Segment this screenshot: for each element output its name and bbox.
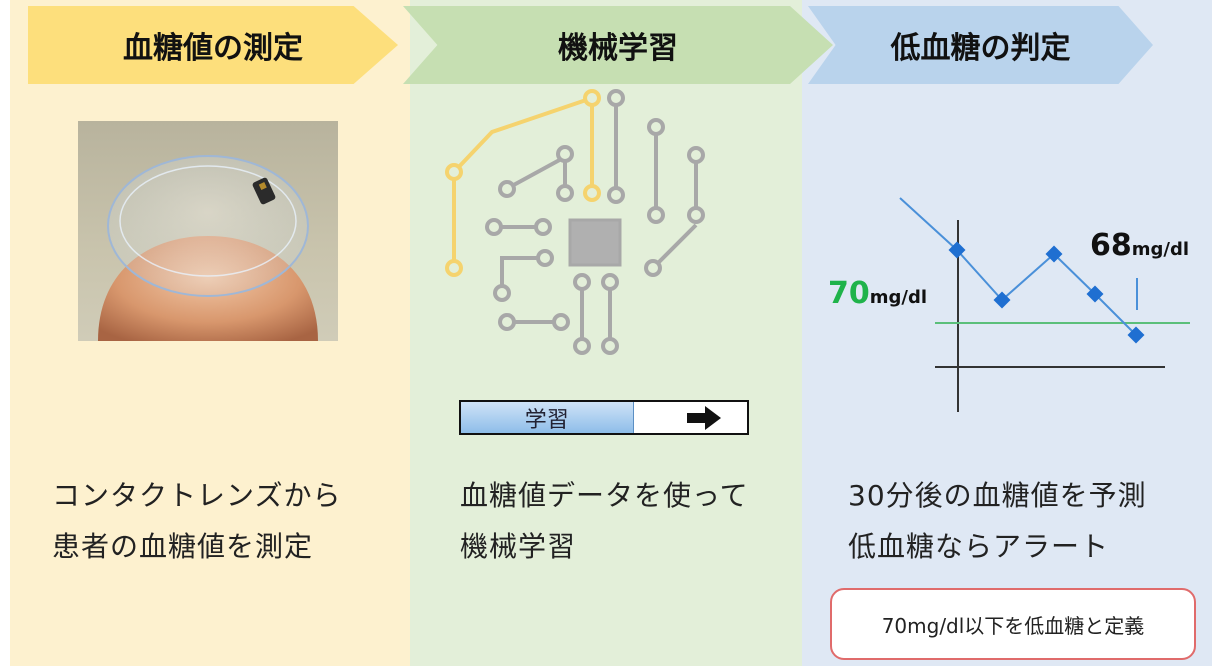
step-judge-description: 30分後の血糖値を予測 低血糖ならアラート — [848, 470, 1147, 572]
learning-progress-label: 学習 — [524, 407, 569, 433]
threshold-value: 70 — [828, 276, 870, 311]
step-measure-title-text: 血糖値の測定 — [123, 31, 303, 66]
glucose-trend-line — [899, 197, 1137, 336]
data-point — [948, 241, 966, 259]
step-measure-description: コンタクトレンズから 患者の血糖値を測定 — [52, 470, 341, 572]
circuit-icon — [445, 89, 705, 355]
step-learning-panel — [410, 0, 802, 666]
learning-progress-fill: 学習 — [461, 402, 634, 433]
alert-unit: mg/dl — [1131, 239, 1190, 260]
arrow-right-icon — [687, 406, 721, 430]
glucose-trend-chart — [899, 197, 1190, 412]
step-learning-line-1: 血糖値データを使って — [460, 479, 749, 512]
threshold-label: 70mg/dl — [828, 276, 927, 311]
step-measure-title: 血糖値の測定 — [28, 6, 398, 84]
contact-lens-illustration — [98, 155, 318, 341]
step-judge-title-text: 低血糖の判定 — [890, 31, 1071, 66]
alert-value: 68 — [1090, 228, 1132, 263]
step-judge-title: 低血糖の判定 — [808, 6, 1153, 84]
alert-value-label: 68mg/dl — [1090, 228, 1189, 263]
step-learning-line-2: 機械学習 — [460, 530, 577, 563]
step-judge-panel — [802, 0, 1212, 666]
hypoglycemia-definition-box: 70mg/dl以下を低血糖と定義 — [830, 588, 1196, 660]
hypoglycemia-definition-text: 70mg/dl以下を低血糖と定義 — [881, 613, 1145, 638]
step-judge-line-2: 低血糖ならアラート — [848, 530, 1110, 563]
step-measure-line-2: 患者の血糖値を測定 — [52, 530, 314, 563]
step-judge-line-1: 30分後の血糖値を予測 — [848, 479, 1147, 512]
step-learning-title-text: 機械学習 — [558, 31, 678, 66]
threshold-unit: mg/dl — [869, 287, 928, 308]
step-measure-line-1: コンタクトレンズから — [52, 479, 342, 512]
contact-lens-photo — [78, 121, 338, 341]
data-point — [993, 291, 1011, 309]
step-learning-title: 機械学習 — [403, 6, 833, 84]
step-learning-description: 血糖値データを使って 機械学習 — [460, 470, 749, 572]
left-margin — [0, 0, 10, 666]
learning-progress-bar: 学習 — [459, 400, 749, 435]
